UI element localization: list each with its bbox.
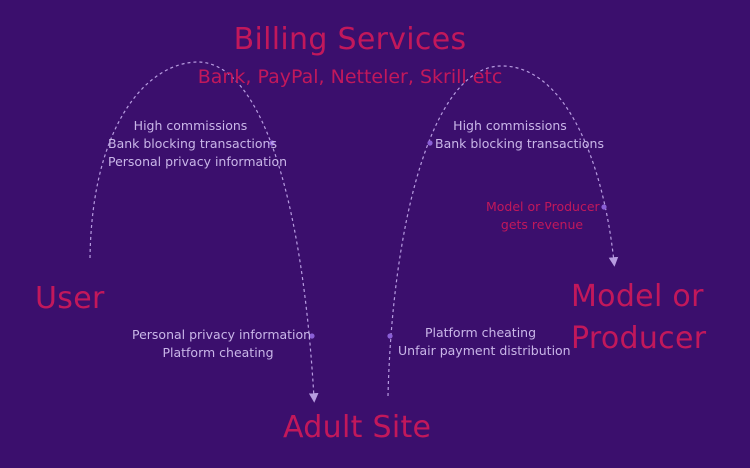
annotation-line: Model or Producer xyxy=(486,199,600,214)
annotation-site-model: Platform cheating Unfair payment distrib… xyxy=(398,324,571,360)
connector-dot xyxy=(387,333,393,339)
annotation-user-site: Personal privacy information Platform ch… xyxy=(132,326,312,362)
annotation-line: Personal privacy information xyxy=(108,154,288,169)
annotation-line: Personal privacy information xyxy=(132,327,312,342)
connector-dot xyxy=(427,140,433,146)
billing-services-title: Billing Services xyxy=(233,22,467,57)
annotation-model-revenue: Model or Producer gets revenue xyxy=(486,198,600,234)
annotation-line: Bank blocking transactions xyxy=(108,136,277,151)
annotation-billing-model: High commissions Bank blocking transacti… xyxy=(435,117,604,153)
connector-user-billing-site xyxy=(89,61,319,403)
annotation-line: Platform cheating xyxy=(424,325,537,340)
annotation-line: Bank blocking transactions xyxy=(435,136,604,151)
annotation-user-billing: High commissions Bank blocking transacti… xyxy=(108,117,288,171)
connector-dot xyxy=(269,140,275,146)
model-node-title: Model or Producer xyxy=(571,276,706,360)
user-node-title: User xyxy=(35,281,105,316)
annotation-line: High commissions xyxy=(133,118,248,133)
model-node-title-line2: Producer xyxy=(571,321,707,356)
connector-dot xyxy=(309,333,315,339)
connector-site-billing-model xyxy=(387,65,619,397)
adult-site-title: Adult Site xyxy=(283,410,432,445)
annotation-line: High commissions xyxy=(453,118,567,133)
annotation-line: Platform cheating xyxy=(162,345,274,360)
annotation-line: gets revenue xyxy=(500,217,584,232)
annotation-line: Unfair payment distribution xyxy=(398,343,571,358)
connector-dot xyxy=(601,204,607,210)
model-node-title-line1: Model or xyxy=(571,279,704,314)
billing-services-subtitle: Bank, PayPal, Netteler, Skrill etc xyxy=(197,66,503,88)
